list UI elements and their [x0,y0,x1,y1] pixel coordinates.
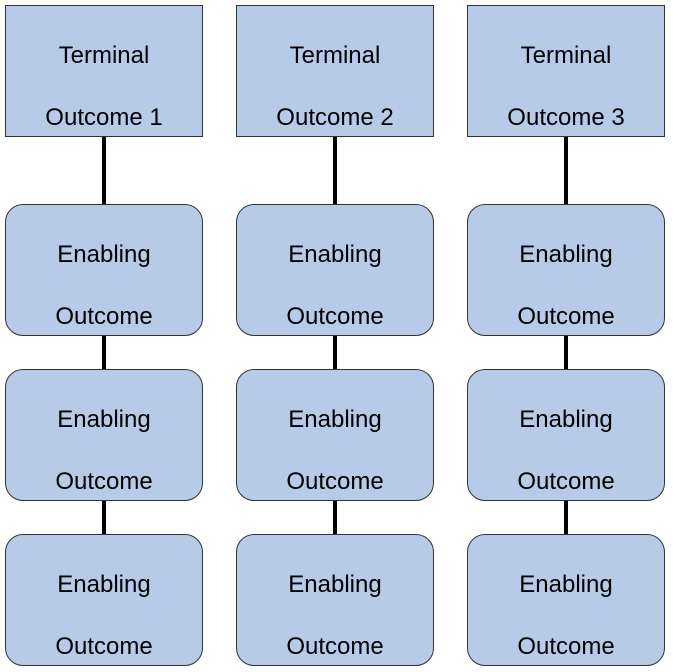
enabling-outcome-box: Enabling Outcome [236,204,434,336]
terminal-outcome-3-line2: Outcome 3 [507,104,625,131]
enabling-outcome-line2: Outcome [517,633,615,660]
enabling-outcome-line2: Outcome [286,468,384,495]
enabling-outcome-label: Enabling Outcome [286,538,383,662]
terminal-outcome-1-line2: Outcome 1 [45,104,163,131]
connector-col2-enabling2-to-enabling3 [333,501,337,534]
enabling-outcome-line1: Enabling [519,241,613,268]
terminal-outcome-2-line2: Outcome 2 [276,104,394,131]
enabling-outcome-line2: Outcome [517,468,615,495]
connector-col1-enabling2-to-enabling3 [102,501,106,534]
enabling-outcome-box: Enabling Outcome [5,369,203,501]
enabling-outcome-line1: Enabling [519,571,613,598]
enabling-outcome-line2: Outcome [55,303,153,330]
connector-col3-enabling2-to-enabling3 [564,501,568,534]
enabling-outcome-box: Enabling Outcome [467,534,665,666]
enabling-outcome-line1: Enabling [57,406,151,433]
connector-col3-terminal-to-enabling1 [564,137,568,204]
terminal-outcome-3-line1: Terminal [520,42,612,69]
enabling-outcome-line1: Enabling [288,241,382,268]
enabling-outcome-line1: Enabling [519,406,613,433]
terminal-outcome-2-label: Terminal Outcome 2 [276,9,393,133]
terminal-outcome-1-line1: Terminal [58,42,150,69]
enabling-outcome-line2: Outcome [517,303,615,330]
connector-col3-enabling1-to-enabling2 [564,336,568,369]
enabling-outcome-line1: Enabling [57,571,151,598]
connector-col1-enabling1-to-enabling2 [102,336,106,369]
enabling-outcome-box: Enabling Outcome [236,534,434,666]
enabling-outcome-box: Enabling Outcome [467,204,665,336]
enabling-outcome-label: Enabling Outcome [55,538,152,662]
terminal-outcome-3-box: Terminal Outcome 3 [467,5,665,137]
enabling-outcome-label: Enabling Outcome [517,373,614,497]
enabling-outcome-label: Enabling Outcome [55,373,152,497]
enabling-outcome-box: Enabling Outcome [5,204,203,336]
enabling-outcome-box: Enabling Outcome [236,369,434,501]
connector-col2-enabling1-to-enabling2 [333,336,337,369]
enabling-outcome-line1: Enabling [57,241,151,268]
enabling-outcome-line1: Enabling [288,571,382,598]
enabling-outcome-line1: Enabling [288,406,382,433]
enabling-outcome-line2: Outcome [286,303,384,330]
enabling-outcome-label: Enabling Outcome [286,373,383,497]
connector-col2-terminal-to-enabling1 [333,137,337,204]
enabling-outcome-box: Enabling Outcome [467,369,665,501]
terminal-outcome-1-box: Terminal Outcome 1 [5,5,203,137]
enabling-outcome-box: Enabling Outcome [5,534,203,666]
enabling-outcome-line2: Outcome [55,468,153,495]
enabling-outcome-label: Enabling Outcome [55,208,152,332]
enabling-outcome-label: Enabling Outcome [517,538,614,662]
enabling-outcome-line2: Outcome [286,633,384,660]
enabling-outcome-line2: Outcome [55,633,153,660]
connector-col1-terminal-to-enabling1 [102,137,106,204]
terminal-outcome-2-box: Terminal Outcome 2 [236,5,434,137]
terminal-outcome-3-label: Terminal Outcome 3 [507,9,624,133]
enabling-outcome-label: Enabling Outcome [286,208,383,332]
terminal-outcome-2-line1: Terminal [289,42,381,69]
enabling-outcome-label: Enabling Outcome [517,208,614,332]
terminal-outcome-1-label: Terminal Outcome 1 [45,9,162,133]
